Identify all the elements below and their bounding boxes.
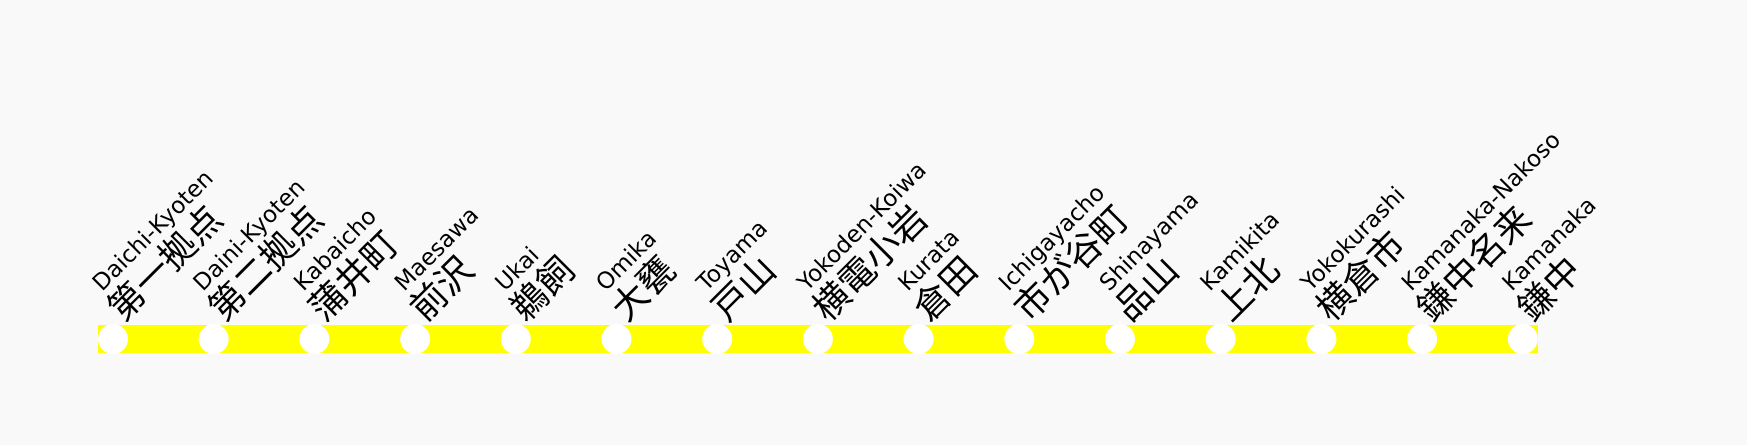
station-marker bbox=[198, 324, 229, 354]
station-marker bbox=[1205, 324, 1236, 354]
station-marker bbox=[299, 324, 330, 354]
station-labels: 第一拠点Daichi-Kyoten第二拠点Daini-Kyoten蒲井町Kaba… bbox=[88, 127, 1602, 329]
station-marker bbox=[702, 324, 733, 354]
station-marker bbox=[1407, 324, 1438, 354]
stations bbox=[98, 324, 1538, 354]
station-marker bbox=[400, 324, 431, 354]
station-marker bbox=[1105, 324, 1135, 354]
station-marker bbox=[1004, 324, 1035, 354]
station-marker bbox=[1507, 324, 1538, 354]
station-marker bbox=[98, 324, 128, 354]
station-marker bbox=[601, 324, 632, 354]
station-marker bbox=[1306, 324, 1337, 354]
station-marker bbox=[802, 324, 833, 354]
station-marker bbox=[500, 324, 531, 354]
station-marker bbox=[903, 324, 934, 354]
